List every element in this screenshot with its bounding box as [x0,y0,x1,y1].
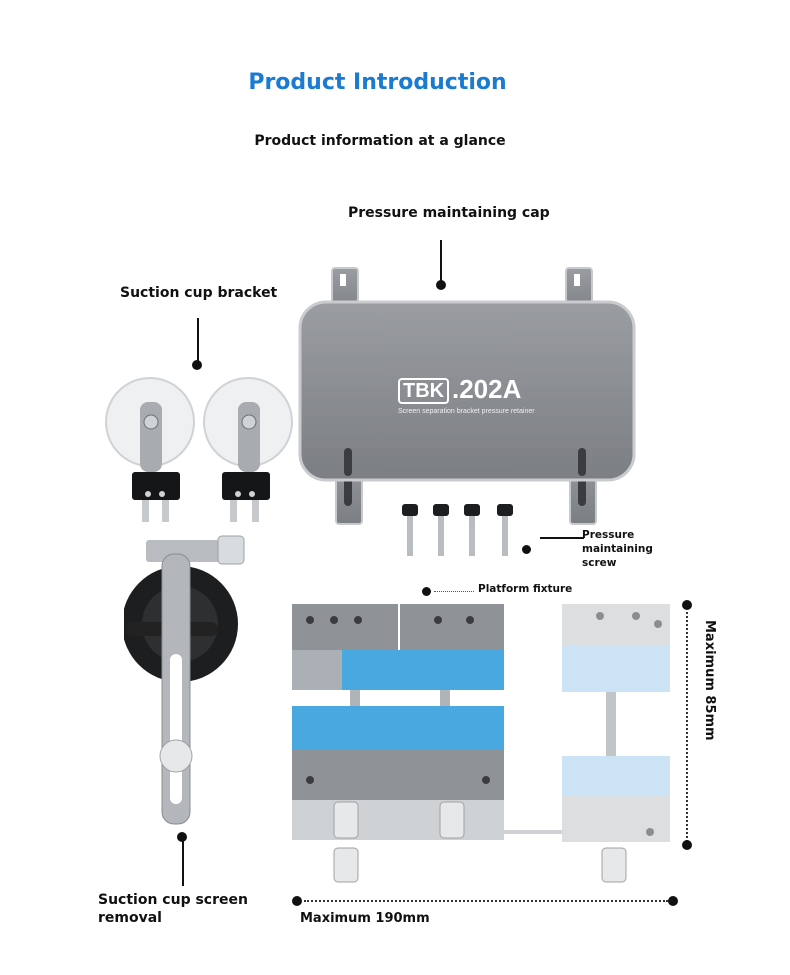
label-max-width: Maximum 190mm [300,911,430,926]
page-subtitle: Product information at a glance [254,133,506,149]
width-dim-dot-left [292,896,302,906]
pointer-line-platform [434,591,474,592]
label-pressure-cap: Pressure maintaining cap [348,205,550,221]
pressure-cap-image [296,266,641,528]
label-suction-bracket: Suction cup bracket [120,285,278,301]
pointer-dot-screw [522,545,531,554]
suction-removal-tool-image [124,534,248,828]
label-suction-removal: Suction cup screen removal [98,892,248,926]
pointer-line-cap [440,240,442,284]
pressure-screws-image [400,502,520,560]
height-dim-line [686,612,688,842]
label-pressure-screw: Pressure maintaining screw [582,529,653,569]
page-title: Product Introduction [248,70,507,95]
pointer-dot-bracket [192,360,202,370]
pointer-dot-removal [177,832,187,842]
pointer-line-removal [182,836,184,886]
pointer-line-screw [540,537,584,539]
plate-tagline: Screen separation bracket pressure retai… [398,408,535,415]
plate-model: .202A [452,374,522,404]
width-dim-dot-right [668,896,678,906]
pointer-line-bracket [197,318,199,364]
platform-fixture-image [290,602,674,886]
label-platform-fixture: Platform fixture [478,583,573,595]
pointer-dot-cap [436,280,446,290]
plate-brand: TBK [398,378,450,404]
height-dim-dot-top [682,600,692,610]
width-dim-line [304,900,668,902]
suction-bracket-image [104,372,300,524]
pointer-dot-platform [422,587,431,596]
label-max-height: Maximum 85mm [702,620,717,741]
height-dim-dot-bottom [682,840,692,850]
